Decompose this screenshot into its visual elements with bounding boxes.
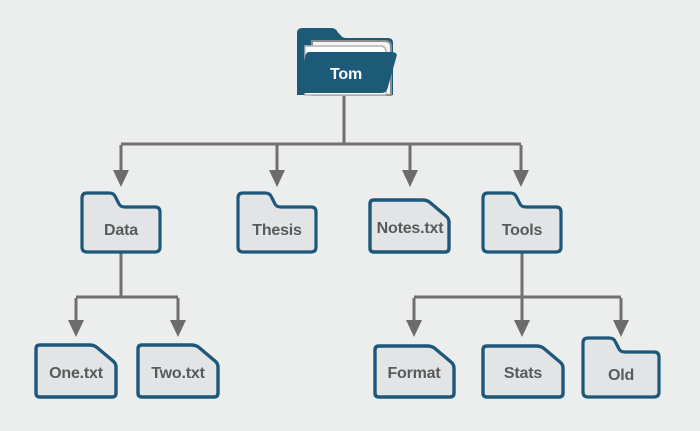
connector-lines — [74, 252, 180, 321]
folder-icon — [80, 191, 162, 254]
node-label-format: Format — [387, 365, 441, 382]
node-label-stats: Stats — [504, 365, 542, 382]
node-notes-txt: Notes.txt — [368, 198, 451, 254]
arrow-down-icon — [170, 320, 186, 337]
open-folder-flap-icon — [298, 52, 397, 93]
node-format: Format — [373, 344, 456, 399]
file-icon — [34, 343, 118, 399]
file-icon — [368, 198, 451, 254]
connector-data-to-children — [68, 252, 186, 337]
connector-lines — [119, 93, 523, 171]
node-one-txt: One.txt — [34, 343, 118, 399]
node-tom: Tom — [297, 28, 397, 96]
arrow-down-icon — [514, 320, 530, 337]
node-label-data: Data — [104, 222, 138, 239]
node-data: Data — [80, 191, 162, 254]
file-icon — [136, 343, 220, 399]
arrow-down-icon — [406, 320, 422, 337]
folder-icon — [581, 336, 661, 399]
node-label-tools: Tools — [502, 222, 543, 239]
arrow-down-icon — [113, 170, 129, 187]
arrow-down-icon — [269, 170, 285, 187]
node-label-notes-txt: Notes.txt — [377, 220, 445, 237]
folder-icon — [236, 191, 318, 254]
file-icon — [373, 344, 456, 399]
connector-lines — [412, 252, 623, 321]
node-label-thesis: Thesis — [252, 222, 302, 239]
node-tools: Tools — [481, 191, 563, 254]
file-icon — [481, 344, 565, 399]
folder-icon — [481, 191, 563, 254]
node-two-txt: Two.txt — [136, 343, 220, 399]
node-label-old: Old — [608, 367, 634, 384]
node-label-tom: Tom — [330, 66, 362, 83]
node-label-two-txt: Two.txt — [151, 365, 205, 382]
node-old: Old — [581, 336, 661, 399]
arrow-down-icon — [402, 170, 418, 187]
connector-root-to-level1 — [113, 93, 529, 187]
arrow-down-icon — [513, 170, 529, 187]
arrow-down-icon — [68, 320, 84, 337]
node-thesis: Thesis — [236, 191, 318, 254]
node-label-one-txt: One.txt — [49, 365, 104, 382]
arrow-down-icon — [613, 320, 629, 337]
node-stats: Stats — [481, 344, 565, 399]
connector-tools-to-children — [406, 252, 629, 337]
